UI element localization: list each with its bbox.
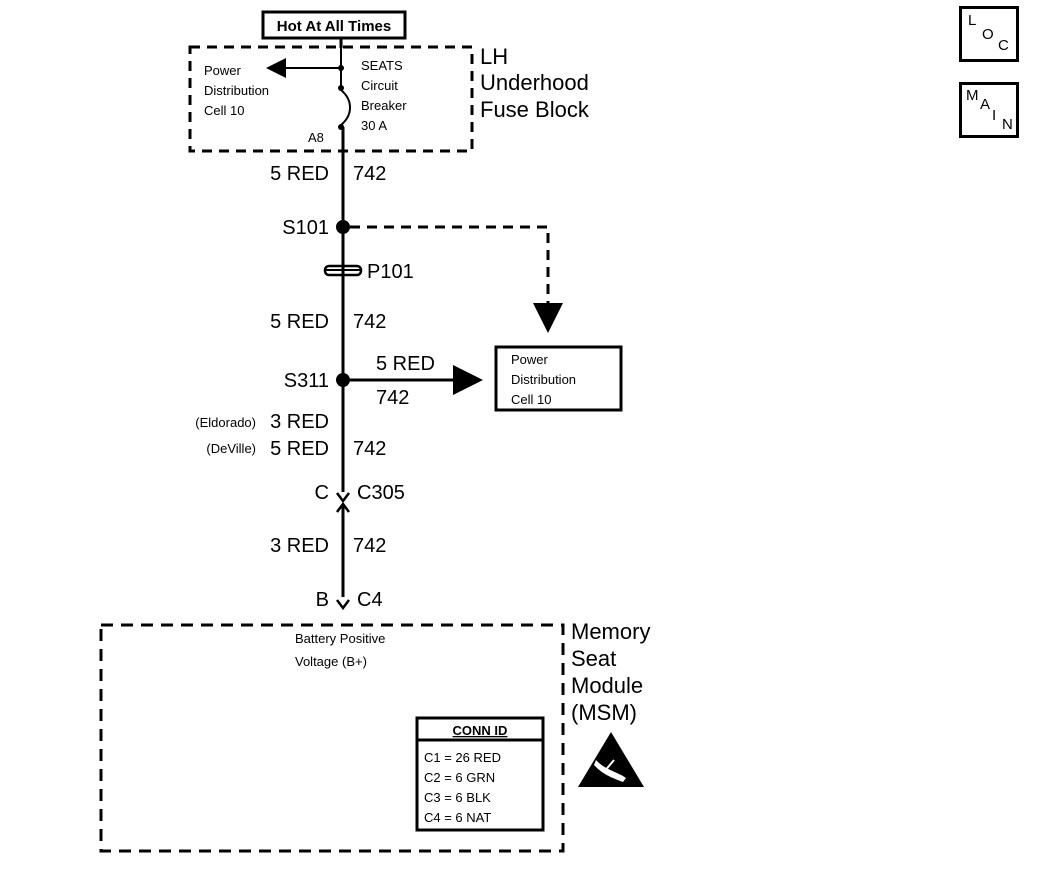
seg3-eldorado-note: (Eldorado) — [195, 415, 256, 430]
seg3-deville-note: (DeVille) — [206, 441, 256, 456]
fuse-block-left-line-1: Power — [204, 63, 242, 78]
seg1-color: 5 RED — [270, 163, 329, 185]
splice-s311-label: S311 — [284, 370, 329, 392]
msm-input-line-2: Voltage (B+) — [295, 654, 367, 669]
msm-title-4: (MSM) — [571, 700, 637, 725]
fuse-block-title-3: Fuse Block — [480, 97, 590, 122]
main-letter-i: I — [992, 107, 997, 124]
main-button[interactable]: M A I N — [959, 82, 1019, 138]
seg2-color: 5 RED — [270, 311, 329, 333]
c305-pin: C — [315, 482, 329, 504]
p101-label: P101 — [367, 261, 414, 283]
conn-id-table — [415, 716, 545, 832]
branch-circuit: 742 — [376, 387, 409, 409]
power-distribution-box — [494, 345, 623, 412]
pd-box-line-2: Distribution — [511, 372, 576, 387]
splice-s101 — [336, 220, 350, 234]
splice-s311 — [336, 373, 350, 387]
seg4-color: 3 RED — [270, 535, 329, 557]
conn-id-row-3: C3 = 6 BLK — [424, 790, 491, 805]
seg3-circuit: 742 — [353, 438, 386, 460]
c305-label: C305 — [357, 482, 405, 504]
conn-id-row-1: C1 = 26 RED — [424, 750, 501, 765]
msm-title-1: Memory — [571, 619, 650, 644]
hot-at-all-times-label: Hot At All Times — [277, 18, 391, 35]
c4-pin: B — [316, 589, 329, 611]
msm-title-3: Module — [571, 673, 643, 698]
seg1-circuit: 742 — [353, 163, 386, 185]
msm-title-2: Seat — [571, 646, 616, 671]
fuse-block-left-line-2: Distribution — [204, 83, 269, 98]
splice-s101-label: S101 — [282, 217, 329, 239]
fuse-block-title-1: LH — [480, 44, 508, 69]
msm-outline — [99, 623, 565, 853]
fuse-block-left-line-3: Cell 10 — [204, 103, 244, 118]
breaker-line-4: 30 A — [361, 118, 387, 133]
branch-color: 5 RED — [376, 353, 435, 375]
loc-letter-l: L — [968, 12, 977, 29]
seg3-eldorado-color: 3 RED — [270, 411, 329, 433]
loc-button[interactable]: L O C — [959, 6, 1019, 62]
msm-input-line-1: Battery Positive — [295, 631, 385, 646]
pd-box-line-1: Power — [511, 352, 549, 367]
circuit-breaker-symbol — [340, 89, 351, 126]
esd-warning-icon — [578, 732, 644, 787]
c305-female-symbol — [336, 492, 350, 504]
main-letter-n: N — [1002, 116, 1013, 133]
main-letter-a: A — [980, 96, 991, 113]
breaker-line-2: Circuit — [361, 78, 398, 93]
conn-id-row-2: C2 = 6 GRN — [424, 770, 495, 785]
breaker-line-1: SEATS — [361, 58, 403, 73]
c4-label: C4 — [357, 589, 383, 611]
fuse-block-title-2: Underhood — [480, 70, 589, 95]
conn-id-row-4: C4 = 6 NAT — [424, 810, 491, 825]
loc-letter-c: C — [998, 37, 1009, 54]
hot-at-all-times-box — [261, 10, 407, 40]
c4-connector-symbol — [336, 599, 350, 611]
fuse-block-outline — [188, 45, 474, 153]
seg3-deville-color: 5 RED — [270, 438, 329, 460]
terminal-a8: A8 — [308, 130, 324, 145]
main-letter-m: M — [966, 87, 979, 104]
loc-letter-o: O — [982, 26, 994, 43]
breaker-line-3: Breaker — [361, 98, 407, 113]
seg2-circuit: 742 — [353, 311, 386, 333]
conn-id-header: CONN ID — [453, 723, 508, 738]
pd-box-line-3: Cell 10 — [511, 392, 551, 407]
seg4-circuit: 742 — [353, 535, 386, 557]
